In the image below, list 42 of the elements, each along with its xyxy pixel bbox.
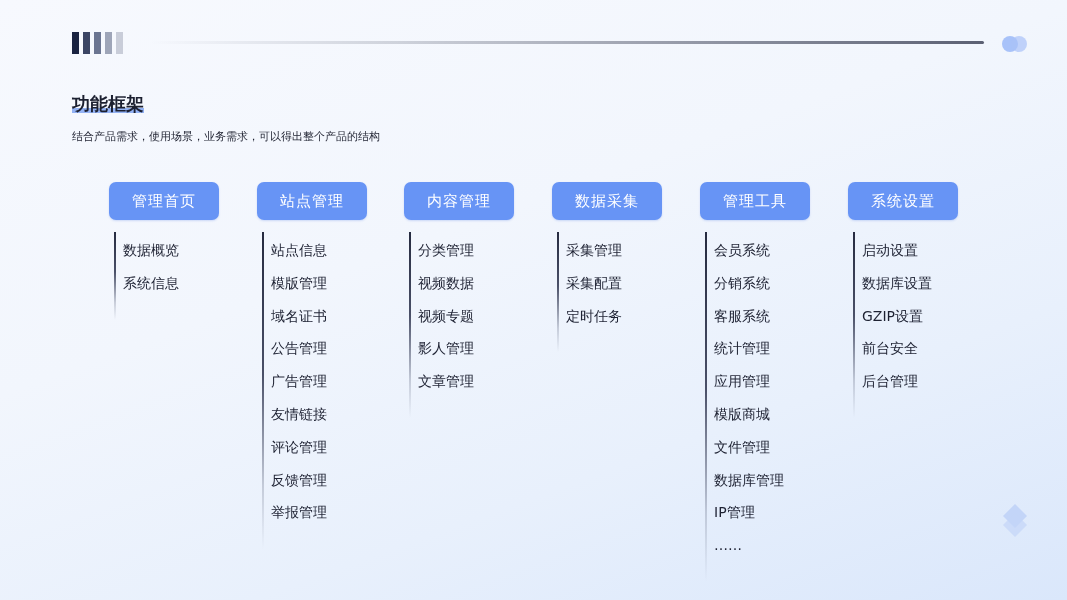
list-item: 采集管理	[566, 241, 622, 260]
category-box: 系统设置	[848, 182, 958, 220]
list-item: 模版商城	[714, 405, 770, 424]
list-item: 后台管理	[862, 372, 918, 392]
list-item: 启动设置	[862, 241, 918, 260]
list-item: 公告管理	[271, 339, 327, 359]
list-item: 应用管理	[714, 372, 770, 392]
list-item: 前台安全	[862, 339, 918, 359]
list-item: 文章管理	[418, 372, 474, 392]
category-box: 管理工具	[700, 182, 810, 220]
list-item: 视频专题	[418, 306, 474, 326]
list-item: 采集配置	[566, 273, 622, 293]
list-item: 分类管理	[418, 241, 474, 260]
list-item: 友情链接	[271, 405, 327, 424]
category-box: 数据采集	[552, 182, 662, 220]
list-item: 视频数据	[418, 273, 474, 293]
list-item: 定时任务	[566, 306, 622, 326]
subtitle: 结合产品需求，使用场景，业务需求，可以得出整个产品的结构	[72, 129, 380, 144]
category-box: 内容管理	[404, 182, 514, 220]
list-item: 系统信息	[123, 273, 179, 293]
list-item: 站点信息	[271, 241, 327, 260]
category-box: 管理首页	[109, 182, 219, 220]
list-item: IP管理	[714, 503, 755, 523]
list-item: 客服系统	[714, 306, 770, 326]
list-item: 会员系统	[714, 241, 770, 260]
list-item: 数据库设置	[862, 273, 932, 293]
list-item: ……	[714, 536, 742, 556]
list-item: 域名证书	[271, 306, 327, 326]
list-item: 反馈管理	[271, 470, 327, 490]
list-item: 数据概览	[123, 241, 179, 260]
list-item: 统计管理	[714, 339, 770, 359]
page-title: 功能框架	[72, 93, 144, 115]
list-item: 模版管理	[271, 273, 327, 293]
list-item: 评论管理	[271, 437, 327, 457]
list-item: 数据库管理	[714, 470, 784, 490]
list-item: 举报管理	[271, 503, 327, 523]
list-item: 影人管理	[418, 339, 474, 359]
list-item: 文件管理	[714, 437, 770, 457]
category-box: 站点管理	[257, 182, 367, 220]
list-item: GZIP设置	[862, 306, 923, 326]
list-item: 广告管理	[271, 372, 327, 392]
list-item: 分销系统	[714, 273, 770, 293]
